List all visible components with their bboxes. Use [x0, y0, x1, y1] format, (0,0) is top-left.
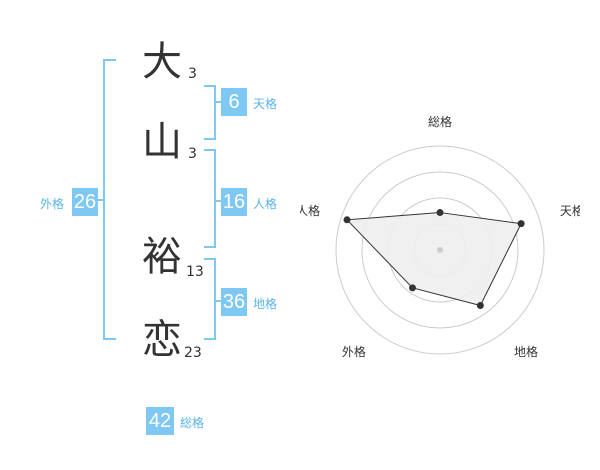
name-char-3: 裕	[142, 234, 182, 280]
radar-point-2	[476, 302, 484, 310]
name-char-1: 大	[142, 39, 182, 85]
radar-points	[343, 209, 525, 310]
radar-point-4	[343, 216, 351, 224]
name-char-4: 恋	[142, 317, 182, 363]
chikaku-label: 地格	[253, 297, 278, 311]
axis-label-jinkaku: 人格	[300, 203, 320, 218]
name-char-4-strokes: 23	[184, 345, 202, 361]
tenkaku-value: 6	[221, 88, 247, 116]
soukaku-label: 総格	[180, 416, 205, 430]
radar-area	[345, 212, 522, 307]
name-char-1-strokes: 3	[188, 66, 197, 82]
axis-label-tenkaku: 天格	[560, 203, 580, 218]
name-char-2: 山	[142, 119, 182, 165]
radar-chart: 総格 天格 地格 外格 人格	[300, 114, 580, 359]
name-char-3-strokes: 13	[186, 264, 204, 280]
tenkaku-label: 天格	[253, 97, 278, 111]
gaikaku-value: 26	[72, 188, 98, 216]
chikaku-value: 36	[221, 288, 247, 316]
radar-point-0	[436, 209, 444, 217]
gaikaku-label: 外格	[40, 197, 65, 211]
radar-ring	[335, 145, 545, 355]
jinkaku-bracket	[204, 149, 216, 248]
jinkaku-value: 16	[221, 188, 247, 216]
tenkaku-bracket	[204, 85, 216, 140]
radar-ring	[361, 171, 519, 329]
jinkaku-label: 人格	[253, 197, 278, 211]
chikaku-bracket	[204, 258, 216, 340]
radar-center	[437, 247, 443, 253]
soukaku-value: 42	[146, 407, 174, 435]
radar-point-3	[408, 284, 416, 292]
axis-label-gaikaku: 外格	[342, 344, 366, 359]
name-char-2-strokes: 3	[188, 146, 197, 162]
radar-point-1	[517, 220, 525, 228]
axis-label-chikaku: 地格	[514, 344, 538, 359]
gaikaku-bracket	[103, 59, 116, 340]
axis-label-soukaku: 総格	[428, 114, 452, 129]
